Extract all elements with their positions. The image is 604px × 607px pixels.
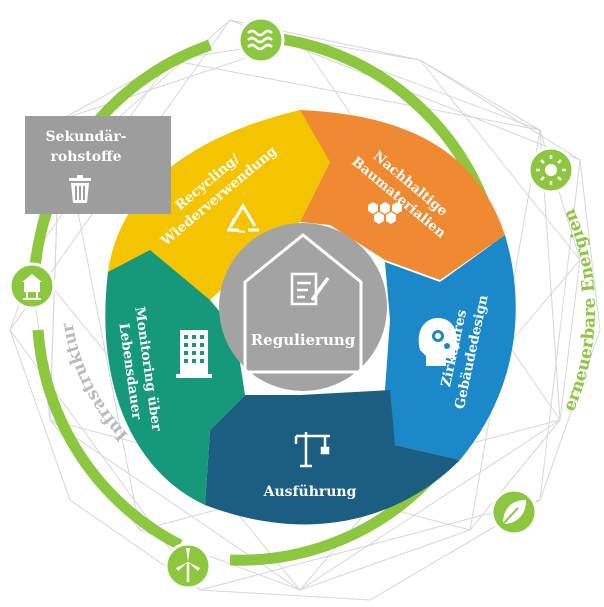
recycle-icon [227, 203, 259, 233]
house-outline [243, 233, 363, 374]
trash-can-icon [69, 175, 91, 203]
execution-label: Ausführung [263, 484, 357, 500]
secondary-line2: rohstoffe [51, 149, 122, 165]
leaf-icon [490, 488, 538, 536]
hexagon-cluster-icon [368, 202, 402, 224]
center-hub [219, 223, 387, 391]
wind-turbine-icon [164, 542, 212, 590]
secondary-materials-box: Sekundär- rohstoffe [25, 116, 171, 214]
head-gears-icon [418, 318, 460, 366]
pump-station-icon [8, 262, 56, 310]
sun-icon [527, 146, 575, 194]
energy-label: erneuerbare Energien [559, 206, 600, 414]
building-icon [176, 330, 212, 378]
water-waves-icon [237, 16, 285, 64]
energy-ring-bottom-left [32, 329, 183, 550]
segment-materials[interactable] [300, 110, 505, 280]
center-label: Regulierung [251, 331, 356, 349]
crane-icon [294, 432, 330, 468]
segment-monitoring[interactable] [105, 250, 245, 505]
secondary-line1: Sekundär- [45, 129, 126, 145]
document-pen-icon [290, 272, 330, 306]
segment-recycling[interactable] [108, 110, 330, 300]
segment-execution[interactable] [205, 390, 460, 525]
energy-label-text: erneuerbare Energien [559, 206, 600, 414]
